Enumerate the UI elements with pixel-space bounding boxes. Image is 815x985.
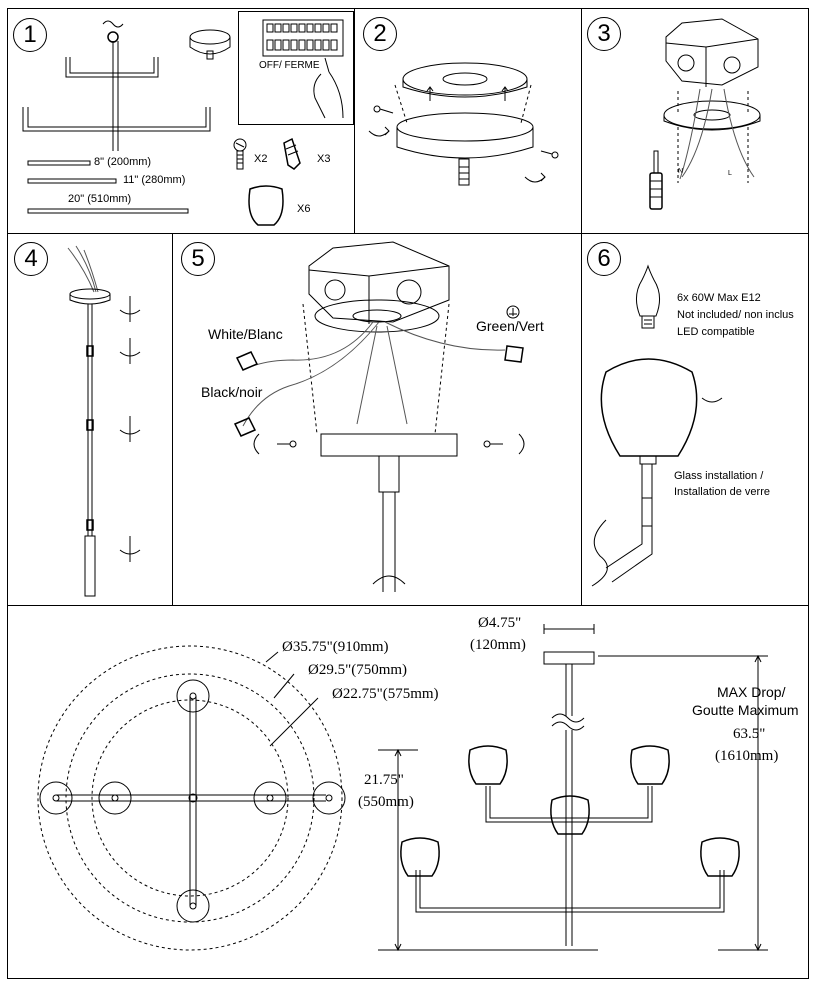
screws-qty: X2 xyxy=(254,153,268,165)
step-number-1: 1 xyxy=(13,18,47,52)
rod-assembly-illustration xyxy=(67,245,141,597)
max-drop-inches: 63.5" xyxy=(733,726,766,742)
glass-install-line2: Installation de verre xyxy=(674,486,770,498)
max-drop-label-2: Goutte Maximum xyxy=(692,702,799,718)
max-drop-label-1: MAX Drop/ xyxy=(717,684,786,700)
step-number-2: 2 xyxy=(363,17,397,51)
bulb-spec-line2: Not included/ non inclus xyxy=(677,309,794,321)
step-number-6: 6 xyxy=(587,242,621,276)
top-view-diagram xyxy=(37,645,346,951)
height-inches: 21.75" xyxy=(364,772,404,788)
inner-diameter-label: Ø22.75"(575mm) xyxy=(332,686,439,702)
max-drop-mm: (1610mm) xyxy=(715,748,779,764)
glass-install-line1: Glass installation / xyxy=(674,470,764,482)
breaker-label: OFF/ FERME xyxy=(259,60,320,71)
breaker-switch-icon xyxy=(262,19,344,119)
bulb-spec-line3: LED compatible xyxy=(677,326,755,338)
white-wire-label: White/Blanc xyxy=(208,326,283,342)
fixture-arms-illustration xyxy=(22,20,211,151)
breaker-box: OFF/ FERME xyxy=(238,11,354,125)
step-4-panel: 4 xyxy=(7,233,173,606)
canopy-diameter-label: Ø4.75" xyxy=(478,615,522,631)
rod-20in-label: 20" (510mm) xyxy=(68,193,132,205)
step-number-5: 5 xyxy=(181,242,215,276)
step-5-panel: 5 White/Blanc Black/noir Green/Vert xyxy=(172,233,582,606)
shades-qty: X6 xyxy=(297,203,311,215)
canopy-diameter-mm: (120mm) xyxy=(470,637,526,653)
wire-connector-icon xyxy=(283,137,301,170)
svg-text:N: N xyxy=(678,168,683,175)
glass-shade-icon xyxy=(248,185,284,226)
junction-box-illustration: N L xyxy=(649,18,761,210)
side-view-diagram xyxy=(378,624,768,952)
height-mm: (550mm) xyxy=(358,794,414,810)
mounting-bracket-illustration xyxy=(368,62,559,186)
bulb-glass-illustration xyxy=(591,264,723,587)
rod-11in-label: 11" (280mm) xyxy=(123,174,186,186)
svg-text:L: L xyxy=(728,170,732,177)
rods-illustration xyxy=(27,160,189,214)
step-3-panel: 3 N L xyxy=(581,8,809,234)
wiring-illustration xyxy=(233,241,525,592)
step-1-panel: 1 OFF/ FERME xyxy=(7,8,355,234)
bulb-spec-line1: 6x 60W Max E12 xyxy=(677,292,761,304)
dimensions-panel: Ø35.75"(910mm) Ø29.5"(750mm) Ø22.75"(575… xyxy=(7,605,809,979)
canopy-part-icon xyxy=(189,29,231,60)
connectors-qty: X3 xyxy=(317,153,331,165)
middle-diameter-label: Ø29.5"(750mm) xyxy=(308,662,408,678)
green-wire-label: Green/Vert xyxy=(476,318,544,334)
step-number-3: 3 xyxy=(587,17,621,51)
step-2-panel: 2 xyxy=(354,8,582,234)
step-number-4: 4 xyxy=(14,242,48,276)
outer-diameter-label: Ø35.75"(910mm) xyxy=(282,639,389,655)
step-6-panel: 6 6x 60W Max E12 Not included/ non inclu… xyxy=(581,233,809,606)
rod-8in-label: 8" (200mm) xyxy=(94,156,152,168)
screw-icon xyxy=(233,138,247,170)
black-wire-label: Black/noir xyxy=(201,384,263,400)
